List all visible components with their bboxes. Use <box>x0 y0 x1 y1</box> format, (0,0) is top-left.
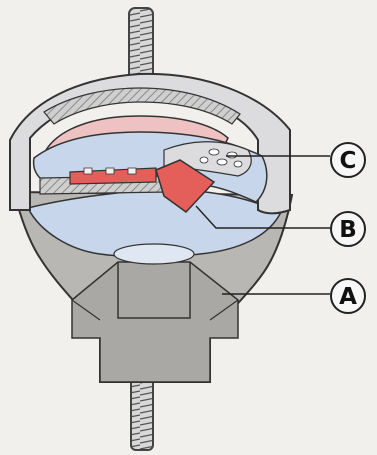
inner-pedestal <box>72 262 238 382</box>
callout-c-label: C <box>340 148 357 174</box>
callout-b-label: B <box>339 217 357 243</box>
callout-b: B <box>331 212 365 246</box>
bottom-threaded-stud <box>131 378 153 450</box>
callout-c: C <box>331 143 365 177</box>
callout-a-label: A <box>339 284 357 310</box>
callout-a: A <box>331 279 365 313</box>
